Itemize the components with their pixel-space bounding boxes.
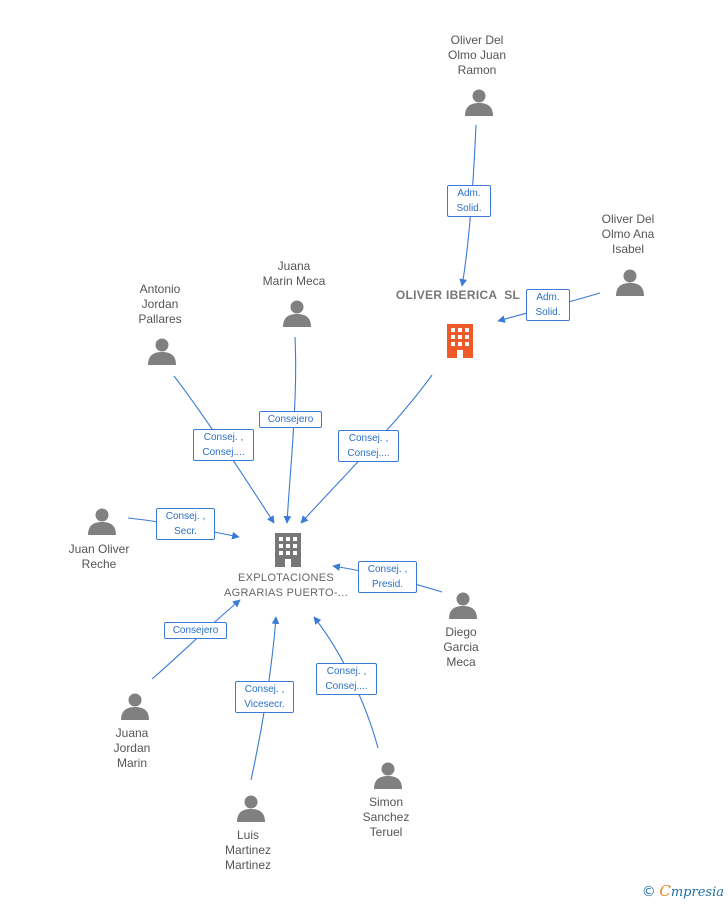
person-icon[interactable]: [616, 269, 644, 297]
person-label-juan-oliver-reche[interactable]: Juan Oliver Reche: [68, 542, 130, 571]
building-icon[interactable]: [275, 533, 301, 567]
person-icon[interactable]: [465, 89, 493, 117]
role-label-diego[interactable]: Consej. , Presid.: [358, 561, 417, 593]
company-label-oliver-iberica[interactable]: OLIVER IBERICA SL: [395, 288, 521, 302]
person-icon[interactable]: [449, 592, 477, 620]
role-label-juan-oliver[interactable]: Consej. , Secr.: [156, 508, 215, 540]
copyright-icon: ©: [641, 884, 656, 900]
edge-juana-marin-to-main: [283, 336, 297, 524]
person-label-juana-marin-meca[interactable]: Juana Marin Meca: [262, 259, 326, 288]
person-label-diego-garcia-meca[interactable]: Diego Garcia Meca: [443, 625, 479, 669]
role-label-juana-jordan[interactable]: Consejero: [164, 622, 227, 639]
person-icon[interactable]: [283, 300, 311, 328]
brand-initial: C: [659, 882, 671, 900]
person-label-antonio-jordan-pallares[interactable]: Antonio Jordan Pallares: [138, 282, 182, 326]
person-label-simon-sanchez-teruel[interactable]: Simon Sanchez Teruel: [362, 795, 410, 839]
role-label-juan-ramon[interactable]: Adm. Solid.: [447, 185, 491, 217]
person-label-luis-martinez-martinez[interactable]: Luis Martinez Martinez: [224, 828, 271, 872]
person-label-juana-jordan-marin[interactable]: Juana Jordan Marin: [113, 726, 151, 770]
brand-name: mpresia: [670, 885, 724, 900]
person-icon[interactable]: [88, 508, 116, 536]
person-icon[interactable]: [374, 762, 402, 790]
person-icon[interactable]: [237, 795, 265, 823]
company-label-explotaciones-agrarias[interactable]: EXPLOTACIONES AGRARIAS PUERTO-...: [224, 572, 348, 599]
person-label-oliver-del-olmo-juan-ramon[interactable]: Oliver Del Olmo Juan Ramon: [447, 33, 507, 77]
person-icon[interactable]: [121, 693, 149, 721]
building-icon[interactable]: [447, 324, 473, 358]
person-label-oliver-del-olmo-ana-isabel[interactable]: Oliver Del Olmo Ana Isabel: [601, 212, 655, 256]
brand-footer[interactable]: © Cmpresia: [642, 882, 724, 900]
person-icon[interactable]: [148, 338, 176, 366]
edge-juana-jordan-to-main: [151, 599, 241, 680]
role-label-juana-marin[interactable]: Consejero: [259, 411, 322, 428]
role-label-ana-isabel[interactable]: Adm. Solid.: [526, 289, 570, 321]
role-label-antonio[interactable]: Consej. , Consej....: [193, 429, 254, 461]
role-label-luis[interactable]: Consej. , Vicesecr.: [235, 681, 294, 713]
role-label-oliver-iberica[interactable]: Consej. , Consej....: [338, 430, 399, 462]
role-label-simon[interactable]: Consej. , Consej....: [316, 663, 377, 695]
